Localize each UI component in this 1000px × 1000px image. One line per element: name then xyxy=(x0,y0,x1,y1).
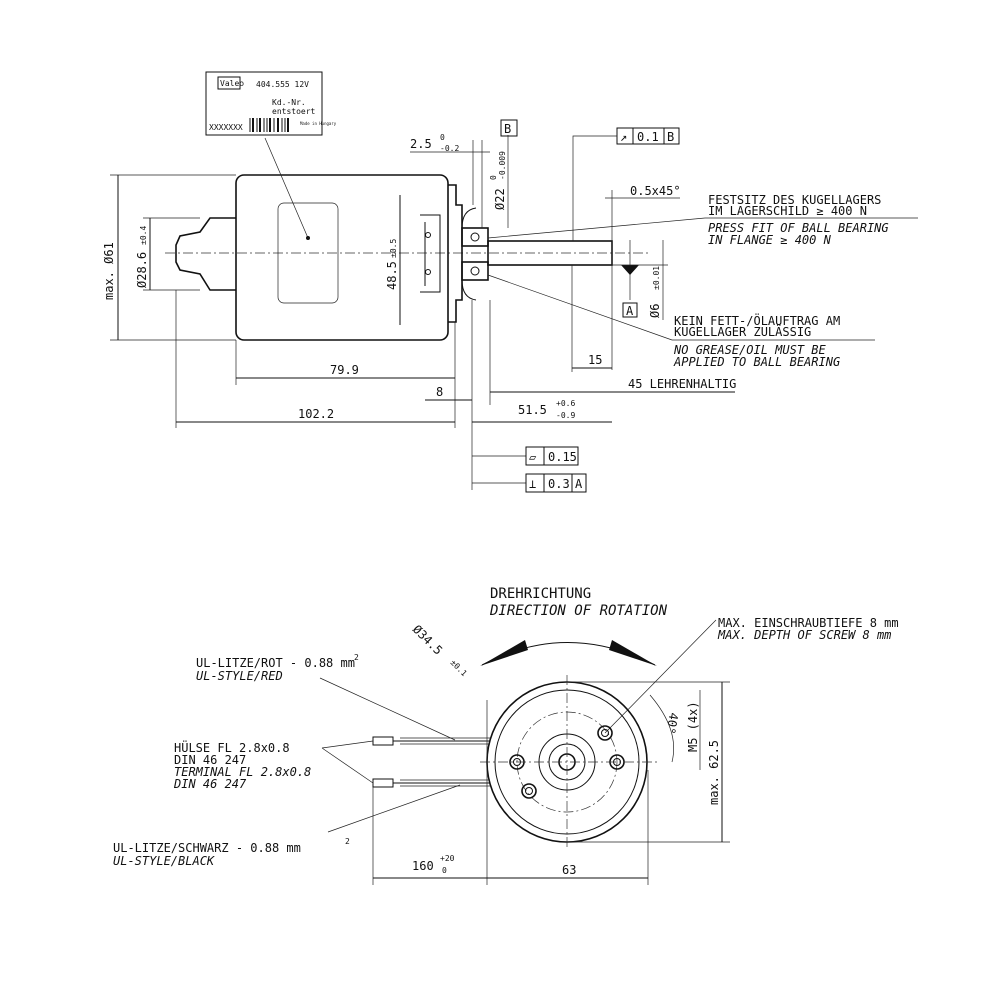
datum-a-box xyxy=(622,302,638,318)
runout-frame: ↗ 0.1 B xyxy=(572,127,680,241)
svg-text:404.555 12V: 404.555 12V xyxy=(256,80,309,89)
svg-text:±0.1: ±0.1 xyxy=(449,658,469,678)
svg-text:IM LAGERSCHILD ≥ 400 N: IM LAGERSCHILD ≥ 400 N xyxy=(708,204,867,218)
dim-79-9: 79.9 xyxy=(330,363,359,377)
svg-text:HÜLSE FL 2.8x0.8: HÜLSE FL 2.8x0.8 xyxy=(174,739,290,755)
side-view: max. Ø61 Ø28.6 ±0.4 48.5 ±0.5 2.5 0 -0.2… xyxy=(102,71,918,493)
svg-text:▱: ▱ xyxy=(529,450,537,464)
label-plate: Valeo 404.555 12V Kd.-Nr. entstoert XXXX… xyxy=(205,71,337,240)
svg-text:0.3: 0.3 xyxy=(548,477,570,491)
svg-text:⊥: ⊥ xyxy=(529,477,536,491)
dim-102-2: 102.2 xyxy=(298,407,334,421)
svg-text:0: 0 xyxy=(489,175,498,180)
barcode xyxy=(249,118,289,132)
thread-m5: M5 (4x) xyxy=(686,701,700,752)
svg-text:UL-STYLE/BLACK: UL-STYLE/BLACK xyxy=(113,854,215,868)
svg-text:Kd.-Nr.: Kd.-Nr. xyxy=(272,98,306,107)
svg-text:MAX. EINSCHRAUBTIEFE 8 mm: MAX. EINSCHRAUBTIEFE 8 mm xyxy=(718,616,899,630)
svg-text:-0.009: -0.009 xyxy=(498,151,507,180)
svg-text:FESTSITZ DES KUGELLAGERS: FESTSITZ DES KUGELLAGERS xyxy=(708,193,881,207)
flatness-frame: ▱ 0.15 xyxy=(472,446,579,484)
svg-text:APPLIED TO BALL BEARING: APPLIED TO BALL BEARING xyxy=(673,355,840,369)
perpendicularity-frame: ⊥ 0.3 A xyxy=(525,473,587,493)
ball-bearing xyxy=(461,227,489,247)
svg-text:0.1: 0.1 xyxy=(637,130,659,144)
svg-text:UL-STYLE/RED: UL-STYLE/RED xyxy=(196,669,283,683)
svg-text:0: 0 xyxy=(440,133,445,142)
svg-text:DREHRICHTUNG: DREHRICHTUNG xyxy=(490,586,591,602)
svg-text:UL-LITZE/ROT - 0.88 mm: UL-LITZE/ROT - 0.88 mm xyxy=(196,656,355,670)
svg-text:KUGELLAGER ZULÄSSIG: KUGELLAGER ZULÄSSIG xyxy=(674,324,811,339)
svg-text:A: A xyxy=(626,304,634,318)
dim-max-62-5: max. 62.5 xyxy=(707,740,721,805)
dim-6: Ø6 xyxy=(648,304,662,318)
svg-text:±0.4: ±0.4 xyxy=(139,226,148,245)
motor-body xyxy=(235,174,449,341)
front-view: DREHRICHTUNG DIRECTION OF ROTATION MAX. … xyxy=(113,586,899,885)
dim-63: 63 xyxy=(562,863,576,877)
svg-text:IN FLANGE ≥ 400 N: IN FLANGE ≥ 400 N xyxy=(708,233,832,247)
dim-34-5: Ø34.5 xyxy=(410,622,445,657)
dim-15: 15 xyxy=(588,353,602,367)
dim-28-6: Ø28.6 xyxy=(135,252,149,288)
svg-text:A: A xyxy=(575,477,583,491)
svg-text:2: 2 xyxy=(354,653,359,662)
dim-chamfer: 0.5x45° xyxy=(630,184,681,198)
svg-text:B: B xyxy=(504,122,511,136)
brand-logo: Valeo xyxy=(220,79,244,88)
svg-text:TERMINAL FL 2.8x0.8: TERMINAL FL 2.8x0.8 xyxy=(174,765,311,779)
svg-text:PRESS FIT OF BALL BEARING: PRESS FIT OF BALL BEARING xyxy=(708,221,889,235)
dim-51-5: 51.5 xyxy=(518,403,547,417)
svg-text:XXXXXXX: XXXXXXX xyxy=(209,123,243,132)
svg-text:DIRECTION OF ROTATION: DIRECTION OF ROTATION xyxy=(489,603,668,619)
dim-8: 8 xyxy=(436,385,443,399)
dim-max-61: max. Ø61 xyxy=(102,242,116,300)
svg-text:40°: 40° xyxy=(663,711,681,735)
dim-2-5: 2.5 xyxy=(410,137,432,151)
svg-text:DIN 46 247: DIN 46 247 xyxy=(174,753,246,767)
svg-text:+0.6: +0.6 xyxy=(556,399,575,408)
svg-text:-0.2: -0.2 xyxy=(440,144,459,153)
svg-text:0.15: 0.15 xyxy=(548,450,577,464)
svg-text:±0.01: ±0.01 xyxy=(652,266,661,290)
dim-22: Ø22 xyxy=(493,188,507,210)
svg-text:UL-LITZE/SCHWARZ - 0.88 mm: UL-LITZE/SCHWARZ - 0.88 mm xyxy=(113,841,301,855)
svg-text:0: 0 xyxy=(442,866,447,875)
datum-b-box xyxy=(500,119,518,137)
dim-45: 45 LEHRENHALTIG xyxy=(628,377,736,391)
svg-text:+20: +20 xyxy=(440,854,455,863)
svg-text:±0.5: ±0.5 xyxy=(389,239,398,258)
svg-text:2: 2 xyxy=(345,837,350,846)
svg-text:DIN 46 247: DIN 46 247 xyxy=(173,777,247,791)
dim-48-5: 48.5 xyxy=(385,261,399,290)
svg-text:↗: ↗ xyxy=(620,130,627,144)
svg-text:entstoert: entstoert xyxy=(272,107,316,116)
svg-text:-0.9: -0.9 xyxy=(556,411,575,420)
svg-text:Made in Hungary: Made in Hungary xyxy=(300,121,337,126)
svg-text:B: B xyxy=(667,130,674,144)
label-area xyxy=(277,202,339,304)
svg-text:NO GREASE/OIL MUST BE: NO GREASE/OIL MUST BE xyxy=(673,343,826,357)
lead-wires xyxy=(372,736,490,788)
dim-160: 160 xyxy=(412,859,434,873)
svg-text:MAX. DEPTH OF SCREW 8 mm: MAX. DEPTH OF SCREW 8 mm xyxy=(717,628,891,642)
svg-text:KEIN FETT-/ÖLAUFTRAG AM: KEIN FETT-/ÖLAUFTRAG AM xyxy=(674,312,840,328)
rear-boss xyxy=(175,217,236,291)
